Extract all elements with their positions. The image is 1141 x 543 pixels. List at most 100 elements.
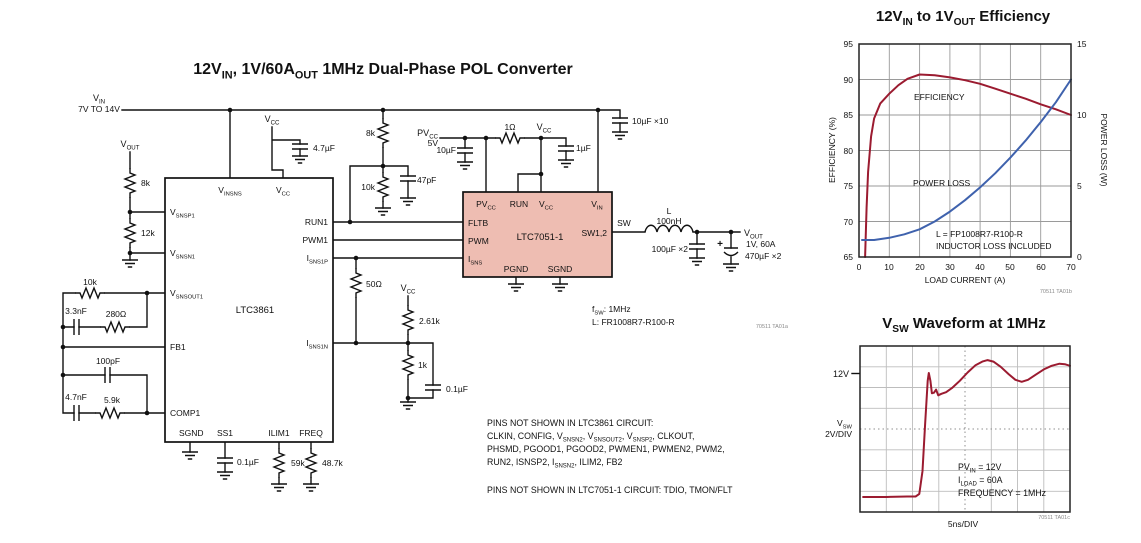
efficiency-plot-frame [858, 43, 1072, 258]
feedback-network-wires [62, 292, 166, 414]
c-4p7uf-value: 4.7µF [313, 143, 335, 153]
xtick: 30 [945, 262, 955, 272]
schematic-notes: PINS NOT SHOWN IN LTC3861 CIRCUIT: CLKIN… [487, 418, 733, 495]
efficiency-y-left-ticks: 95 90 85 80 75 70 65 [844, 39, 854, 262]
pin-vcc-7051: VCC [539, 199, 553, 211]
ytick: 5 [1077, 181, 1082, 191]
ytick: 75 [844, 181, 854, 191]
waveform-xlabel: 5ns/DIV [948, 519, 979, 529]
resistor-1k [402, 349, 414, 381]
bottom-pin-wires [189, 441, 312, 485]
efficiency-note-line1: L = FP1008R7-R100-R [936, 229, 1023, 239]
pin-sw12: SW1,2 [581, 228, 607, 238]
r-8k-vout-value: 8k [141, 178, 151, 188]
vcc-label-bypass: VCC [265, 114, 280, 126]
xtick: 10 [884, 262, 894, 272]
pin-vsnsp1: VSNSP1 [170, 207, 195, 219]
waveform-annotation-frequency: FREQUENCY = 1MHz [958, 488, 1046, 498]
capacitor-3p3nf [73, 318, 80, 336]
waveform-plot-frame [859, 345, 1071, 513]
waveform-annotation-pvin: PVIN = 12V [958, 462, 1002, 474]
pin-vin-7051: VIN [591, 199, 602, 211]
top-rail-wires [121, 109, 621, 193]
pin-pwm1: PWM1 [303, 235, 329, 245]
resistor-1ohm [494, 132, 526, 144]
note-line2: CLKIN, CONFIG, VSNSN2, VSNSOUT2, VSNSP2,… [487, 431, 694, 443]
power-loss-series-label: POWER LOSS [913, 178, 970, 188]
efficiency-chart: 12VIN to 1VOUT Efficiency 95 90 85 80 75… [827, 8, 1109, 295]
output-stage-wires [611, 231, 741, 265]
waveform-ylabel: VSW [837, 418, 853, 430]
efficiency-note-line2: INDUCTOR LOSS INCLUDED [936, 241, 1052, 251]
capacitor-isns-0p1uf [424, 384, 442, 391]
resistor-12k-vout [124, 217, 136, 249]
efficiency-xlabel: LOAD CURRENT (A) [925, 275, 1006, 285]
vin-range-label: 7V TO 14V [78, 104, 120, 114]
schematic-labels: VIN 7V TO 14V VOUT 8k 12k 10k 3.3nF 280Ω… [65, 93, 789, 468]
r-5p9k-value: 5.9k [104, 395, 121, 405]
c-isns-value: 0.1µF [446, 384, 468, 394]
schematic-components [60, 107, 740, 492]
pin-comp1: COMP1 [170, 408, 201, 418]
r-12k-value: 12k [141, 228, 155, 238]
pin-ilim1: ILIM1 [268, 428, 290, 438]
pin-vinsns: VINSNS [218, 185, 242, 197]
c-3p3nf-value: 3.3nF [65, 306, 87, 316]
note-line4: RUN2, ISNSP2, ISNSN2, ILIM2, FB2 [487, 457, 623, 469]
ytick: 65 [844, 252, 854, 262]
xtick: 40 [975, 262, 985, 272]
pin-pvcc-7051: PVCC [476, 199, 496, 211]
vin-net-label: VIN [93, 93, 105, 105]
ytick: 70 [844, 217, 854, 227]
pin-pgnd: PGND [504, 264, 529, 274]
vsw-waveform-chart: VSW Waveform at 1MHz 12V VSW 2V/DIV PVIN… [825, 315, 1071, 529]
fsw-note: fSW: 1MHz [592, 304, 631, 316]
vout-rating-label: 1V, 60A [746, 239, 776, 249]
resistor-280ohm [99, 321, 131, 333]
pin-fltb: FLTB [468, 218, 488, 228]
waveform-fig-label: 70511 TA01c [1038, 515, 1070, 521]
resistor-5p9k [94, 407, 126, 419]
schematic: 12VIN, 1V/60AOUT 1MHz Dual-Phase POL Con… [60, 61, 789, 495]
resistor-10k-fltb [377, 171, 389, 203]
ltc3861-ic-body [164, 177, 334, 443]
pin-freq: FREQ [299, 428, 323, 438]
capacitor-47pf [399, 175, 417, 182]
pin-isns1p: ISNS1P [307, 253, 329, 265]
vcc-bypass-wires [271, 126, 301, 179]
capacitor-4p7uf [291, 143, 309, 150]
capacitor-ss-0p1uf [216, 457, 234, 464]
xtick: 20 [915, 262, 925, 272]
pin-run-7051: RUN [510, 199, 528, 209]
pgnd-sgnd-wires [515, 276, 561, 285]
resistor-59k [273, 447, 285, 479]
resistor-2p61k [402, 304, 414, 336]
xtick: 60 [1036, 262, 1046, 272]
vcc-label-filter: VCC [537, 122, 552, 134]
r-280ohm-value: 280Ω [106, 309, 127, 319]
r-50ohm-value: 50Ω [366, 279, 382, 289]
efficiency-curve [864, 73, 1072, 258]
ltc7051-ic-body [462, 191, 613, 278]
polarized-cap-plus: + [717, 239, 723, 250]
c-100uf-x2-value: 100µF ×2 [652, 244, 689, 254]
junction-dots [60, 107, 734, 416]
sw-node-label: SW [617, 218, 631, 228]
efficiency-ylabel-right: POWER LOSS (W) [1099, 113, 1109, 186]
schematic-title: 12VIN, 1V/60AOUT 1MHz Dual-Phase POL Con… [193, 61, 573, 81]
vcc-label-isns: VCC [401, 283, 416, 295]
resistor-8k-vout [124, 167, 136, 199]
note-line1: PINS NOT SHOWN IN LTC3861 CIRCUIT: [487, 418, 653, 428]
pvcc-volts-label: 5V [428, 138, 439, 148]
ytick: 90 [844, 75, 854, 85]
ltc3861-name: LTC3861 [236, 305, 274, 316]
xtick: 0 [857, 262, 862, 272]
vout-net-label: VOUT [121, 139, 140, 151]
r-1ohm-value: 1Ω [504, 122, 515, 132]
pin-vcc-3861: VCC [276, 185, 290, 197]
c-100pf-value: 100pF [96, 356, 120, 366]
pin-run1: RUN1 [305, 217, 328, 227]
c-47pf-value: 47pF [417, 175, 436, 185]
efficiency-x-ticks: 0 10 20 30 40 50 60 70 [857, 262, 1076, 272]
